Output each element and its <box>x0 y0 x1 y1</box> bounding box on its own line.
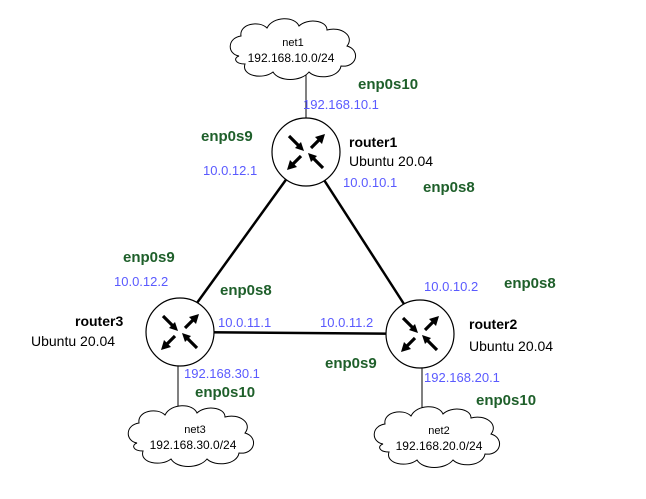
router2-name: router2 <box>469 316 517 332</box>
iface-r2-net2: enp0s10 <box>476 392 536 409</box>
ip-r2-net2: 192.168.20.1 <box>424 370 500 385</box>
iface-r1-r3: enp0s9 <box>201 128 253 145</box>
router-router1 <box>270 116 342 188</box>
cloud-icon <box>373 406 501 468</box>
ip-r2-r1: 10.0.10.2 <box>424 279 478 294</box>
router-router2 <box>384 298 456 370</box>
ip-r2-r3: 10.0.11.2 <box>320 315 373 330</box>
iface-r2-r1: enp0s8 <box>504 275 556 292</box>
network-net2: net2 192.168.20.0/24 <box>373 406 501 468</box>
net1-name: net1 <box>282 37 303 49</box>
router1-name: router1 <box>349 134 397 150</box>
router3-name: router3 <box>75 313 123 329</box>
ip-r3-net3: 192.168.30.1 <box>184 366 260 381</box>
ip-r1-r3: 10.0.12.1 <box>203 163 257 178</box>
net3-name: net3 <box>184 424 205 436</box>
router-router3 <box>144 296 216 368</box>
net2-name: net2 <box>428 425 449 437</box>
iface-r1-net1: enp0s10 <box>358 76 418 93</box>
cloud-icon <box>127 405 255 467</box>
ip-r3-r1: 10.0.12.2 <box>114 274 168 289</box>
router-arrows-icon <box>384 298 456 370</box>
router2-os: Ubuntu 20.04 <box>469 338 553 354</box>
ip-r3-r2: 10.0.11.1 <box>218 315 271 330</box>
ip-r1-r2: 10.0.10.1 <box>343 175 397 190</box>
iface-r3-r1: enp0s9 <box>123 249 175 266</box>
network-net1: net1 192.168.10.0/24 <box>229 18 357 80</box>
iface-r3-net3: enp0s10 <box>195 384 255 401</box>
link-router3-router2 <box>175 330 423 336</box>
ip-r1-net1: 192.168.10.1 <box>303 97 379 112</box>
iface-r1-r2: enp0s8 <box>423 179 475 196</box>
link-router1-router2 <box>304 151 424 333</box>
iface-r3-r2: enp0s8 <box>220 282 272 299</box>
router3-os: Ubuntu 20.04 <box>31 333 115 349</box>
net1-subnet: 192.168.10.0/24 <box>248 51 335 65</box>
iface-r2-r3: enp0s9 <box>325 355 377 372</box>
cloud-icon <box>229 18 357 80</box>
router-arrows-icon <box>144 296 216 368</box>
router-arrows-icon <box>270 116 342 188</box>
network-net3: net3 192.168.30.0/24 <box>127 405 255 467</box>
net2-subnet: 192.168.20.0/24 <box>396 439 483 453</box>
link-router1-router3 <box>174 151 308 333</box>
net3-subnet: 192.168.30.0/24 <box>150 438 237 452</box>
router1-os: Ubuntu 20.04 <box>349 153 433 169</box>
